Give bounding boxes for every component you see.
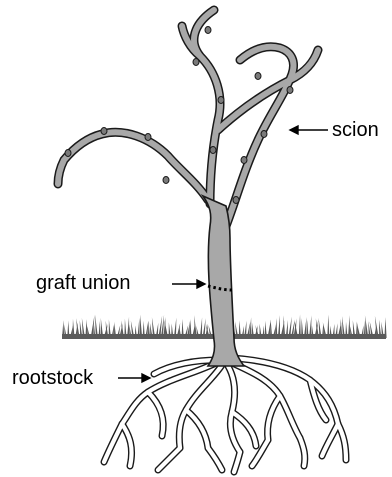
- grass-blade: [286, 320, 288, 338]
- grass-blade: [135, 325, 137, 338]
- grass-blade: [127, 317, 129, 338]
- scion-branches: [58, 10, 318, 226]
- grass-blade: [72, 319, 74, 338]
- grass-blade: [239, 320, 241, 338]
- graft-union-label: graft union: [36, 273, 131, 293]
- grass-blade: [309, 315, 311, 338]
- grass-blade: [189, 319, 191, 338]
- rootstock-arrow-head: [142, 374, 150, 382]
- grass-blade: [140, 315, 142, 338]
- grass-blade: [62, 320, 64, 338]
- grass-blade: [379, 320, 381, 338]
- grass-blade: [361, 325, 364, 338]
- grass-blade: [278, 315, 280, 338]
- rootstock-label: rootstock: [12, 368, 93, 388]
- grass-blade: [345, 322, 347, 338]
- grass-blade: [265, 321, 267, 338]
- grass-blade: [301, 318, 303, 338]
- scion-label: scion: [332, 120, 379, 140]
- grass-blade: [137, 318, 139, 338]
- grass-blade: [114, 322, 116, 338]
- grass-blade: [182, 319, 184, 338]
- grass-blade: [64, 325, 67, 338]
- grass-blade: [283, 315, 285, 338]
- grass-blade: [353, 320, 356, 338]
- grass-blade: [260, 324, 262, 338]
- grass-blade: [143, 321, 145, 338]
- grass-blade: [109, 319, 111, 338]
- grass-blade: [332, 324, 334, 338]
- grass-blade: [312, 325, 314, 338]
- grass-blade: [98, 321, 100, 338]
- grass-blade: [262, 326, 264, 338]
- grass-blade: [384, 317, 386, 338]
- grass-blade: [179, 326, 181, 338]
- grass-blade: [101, 318, 103, 338]
- grass-blade: [169, 322, 171, 338]
- grass-blade: [330, 326, 332, 338]
- grass-blade: [270, 320, 272, 338]
- grass-blade: [299, 314, 301, 338]
- grass-blade: [327, 314, 329, 338]
- grass-blade: [124, 319, 126, 338]
- graft-union-arrow-head: [197, 280, 205, 288]
- grass-blade: [171, 323, 173, 338]
- scion-arrow-head: [290, 126, 298, 134]
- grass-blade: [340, 319, 342, 338]
- grass-blade: [306, 320, 308, 338]
- grass-blade: [335, 323, 338, 338]
- grass-blade: [67, 321, 69, 338]
- grass-blade: [244, 321, 247, 338]
- rootstock-roots: [104, 358, 346, 472]
- grass-blade: [252, 323, 254, 338]
- trunk: [203, 196, 244, 366]
